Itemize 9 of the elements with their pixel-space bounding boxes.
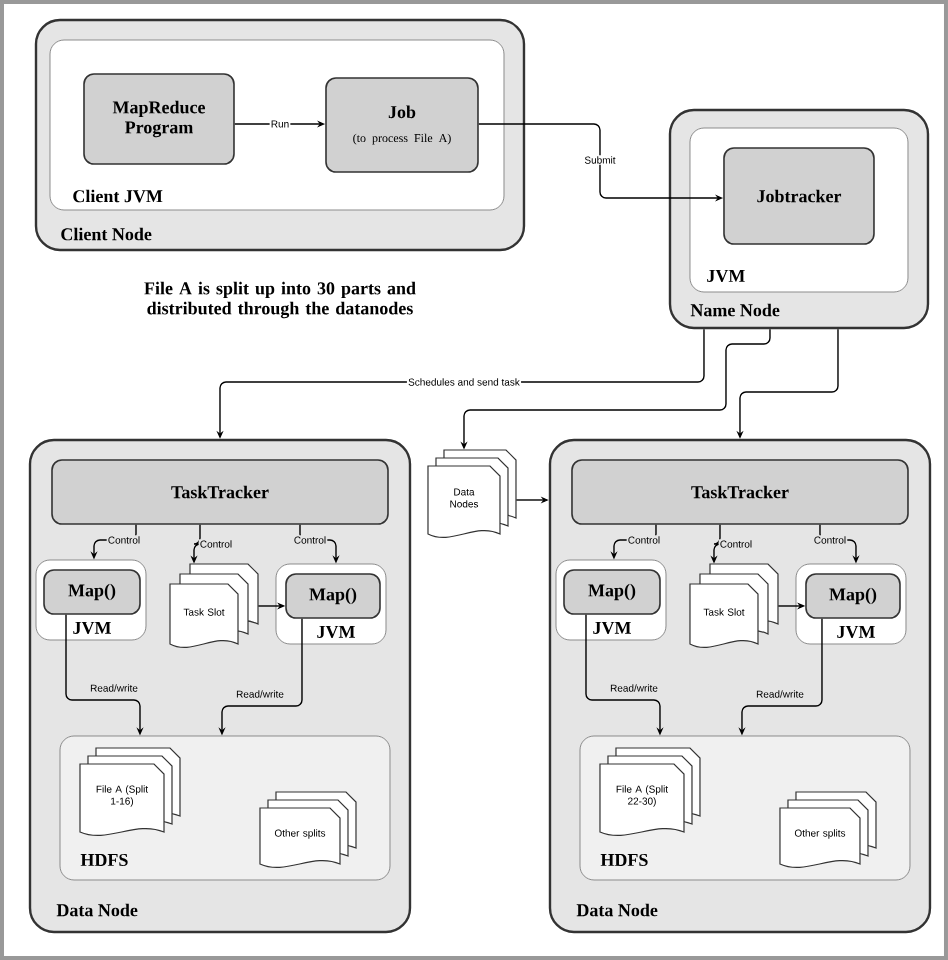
tracker-bar: TaskTracker bbox=[571, 459, 909, 525]
process-box: Map() bbox=[563, 569, 661, 615]
process-box: Map() bbox=[805, 573, 901, 619]
tracker-bar: TaskTracker bbox=[51, 459, 389, 525]
process-box: Map() bbox=[285, 573, 381, 619]
process-box: Jobtracker bbox=[723, 147, 875, 245]
process-box: Map() bbox=[43, 569, 141, 615]
note-text: File A is split up into 30 parts and distributed through the datanodes bbox=[144, 281, 416, 319]
process-box: MapReduce Program bbox=[83, 73, 235, 165]
